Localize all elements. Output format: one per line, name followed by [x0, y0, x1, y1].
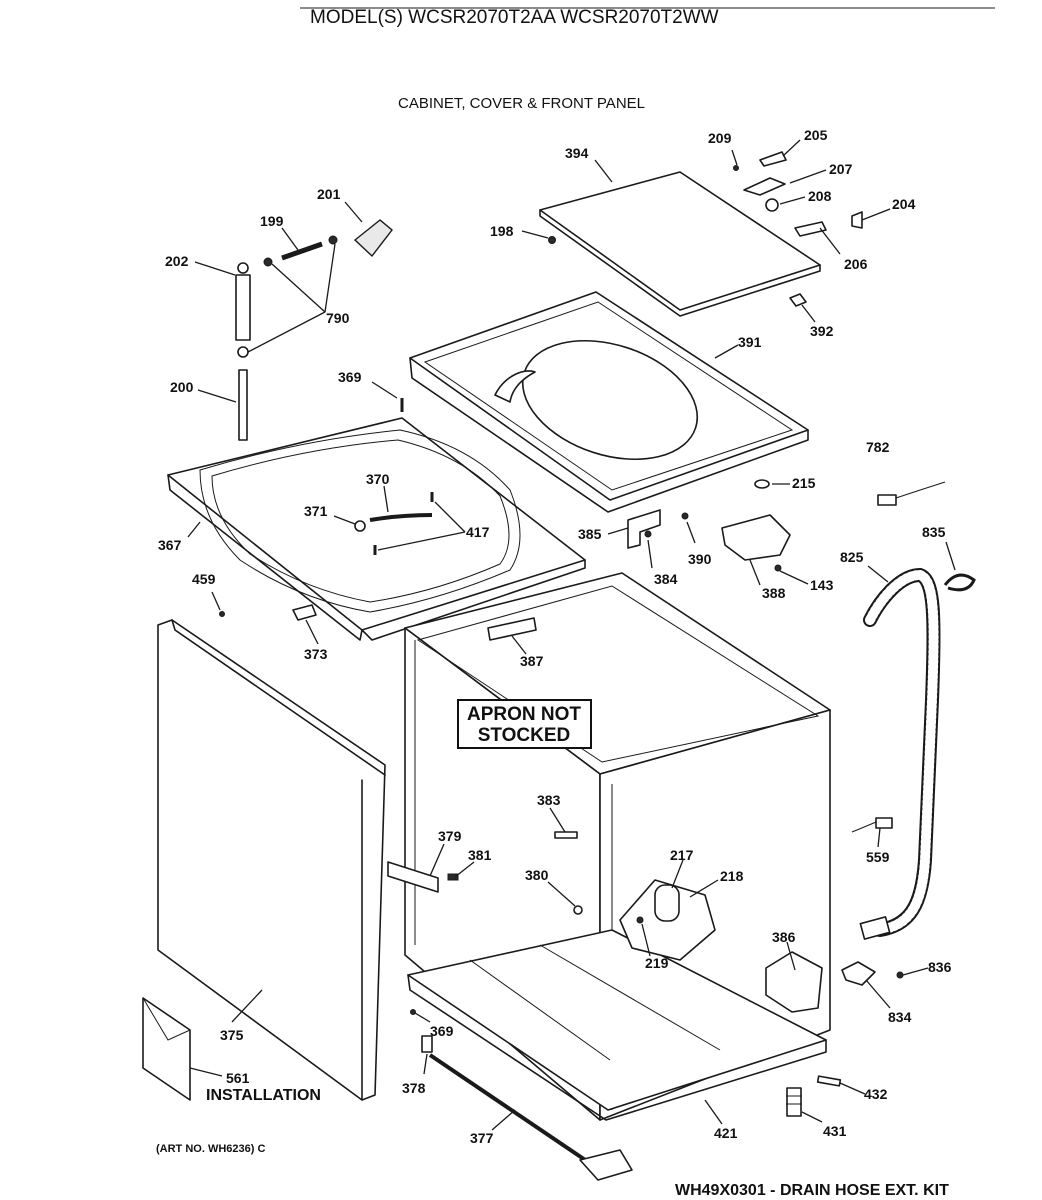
part-label-219: 219 [645, 955, 669, 971]
part-label-205: 205 [804, 127, 828, 143]
part-label-369-bottom: 369 [430, 1023, 454, 1039]
part-label-834: 834 [888, 1009, 912, 1025]
part-label-387: 387 [520, 653, 544, 669]
part-label-385: 385 [578, 526, 602, 542]
part-label-207: 207 [829, 161, 853, 177]
part-label-825: 825 [840, 549, 864, 565]
model-title: MODEL(S) WCSR2070T2AA WCSR2070T2WW [310, 7, 719, 28]
part-label-380: 380 [525, 867, 549, 883]
part-labels: 209 205 394 207 208 204 201 199 198 206 … [158, 127, 952, 1146]
art-number-note: (ART NO. WH6236) C [156, 1143, 265, 1155]
drain-hose-kit-note: WH49X0301 - DRAIN HOSE EXT. KIT [675, 1182, 949, 1199]
part-label-217: 217 [670, 847, 694, 863]
part-label-390: 390 [688, 551, 712, 567]
part-label-378: 378 [402, 1080, 426, 1096]
part-label-388: 388 [762, 585, 786, 601]
part-label-373: 373 [304, 646, 328, 662]
part-label-371: 371 [304, 503, 328, 519]
part-label-200: 200 [170, 379, 194, 395]
part-label-386: 386 [772, 929, 796, 945]
drain-hose-part [859, 567, 941, 940]
part-label-561: 561 [226, 1070, 250, 1086]
part-label-384: 384 [654, 571, 678, 587]
installation-envelope-part [142, 997, 191, 1101]
part-label-559: 559 [866, 849, 890, 865]
part-label-198: 198 [490, 223, 514, 239]
front-panel-part [157, 619, 386, 1101]
part-label-367: 367 [158, 537, 182, 553]
part-label-391: 391 [738, 334, 762, 350]
part-label-377: 377 [470, 1130, 494, 1146]
base-frame-part [407, 929, 827, 1121]
part-label-421: 421 [714, 1125, 738, 1141]
part-label-381: 381 [468, 847, 492, 863]
part-label-835: 835 [922, 524, 946, 540]
section-title: CABINET, COVER & FRONT PANEL [398, 95, 645, 112]
part-label-790: 790 [326, 310, 350, 326]
part-label-836: 836 [928, 959, 952, 975]
part-label-431: 431 [823, 1123, 847, 1139]
part-label-201: 201 [317, 186, 341, 202]
installation-label: INSTALLATION [206, 1087, 321, 1104]
part-label-383: 383 [537, 792, 561, 808]
apron-callout-line1: APRON NOT [467, 704, 581, 725]
apron-callout-line2: STOCKED [478, 725, 571, 746]
part-label-209: 209 [708, 130, 732, 146]
part-label-218: 218 [720, 868, 744, 884]
part-label-143: 143 [810, 577, 834, 593]
apron-callout: APRON NOT STOCKED [457, 699, 592, 749]
part-label-459: 459 [192, 571, 216, 587]
part-label-208: 208 [808, 188, 832, 204]
leader-lines [187, 139, 956, 1131]
part-label-432: 432 [864, 1086, 888, 1102]
part-label-369-top: 369 [338, 369, 362, 385]
tub-frame-part [167, 417, 586, 641]
part-label-379: 379 [438, 828, 462, 844]
lid-part [539, 171, 821, 317]
part-label-417: 417 [466, 524, 490, 540]
part-label-392: 392 [810, 323, 834, 339]
small-parts [219, 151, 976, 1181]
top-cover-part [409, 291, 809, 513]
part-label-782: 782 [866, 439, 890, 455]
part-label-206: 206 [844, 256, 868, 272]
part-label-394: 394 [565, 145, 589, 161]
part-label-204: 204 [892, 196, 916, 212]
part-label-370: 370 [366, 471, 390, 487]
part-label-375: 375 [220, 1027, 244, 1043]
part-label-199: 199 [260, 213, 284, 229]
part-label-202: 202 [165, 253, 189, 269]
part-label-215: 215 [792, 475, 816, 491]
